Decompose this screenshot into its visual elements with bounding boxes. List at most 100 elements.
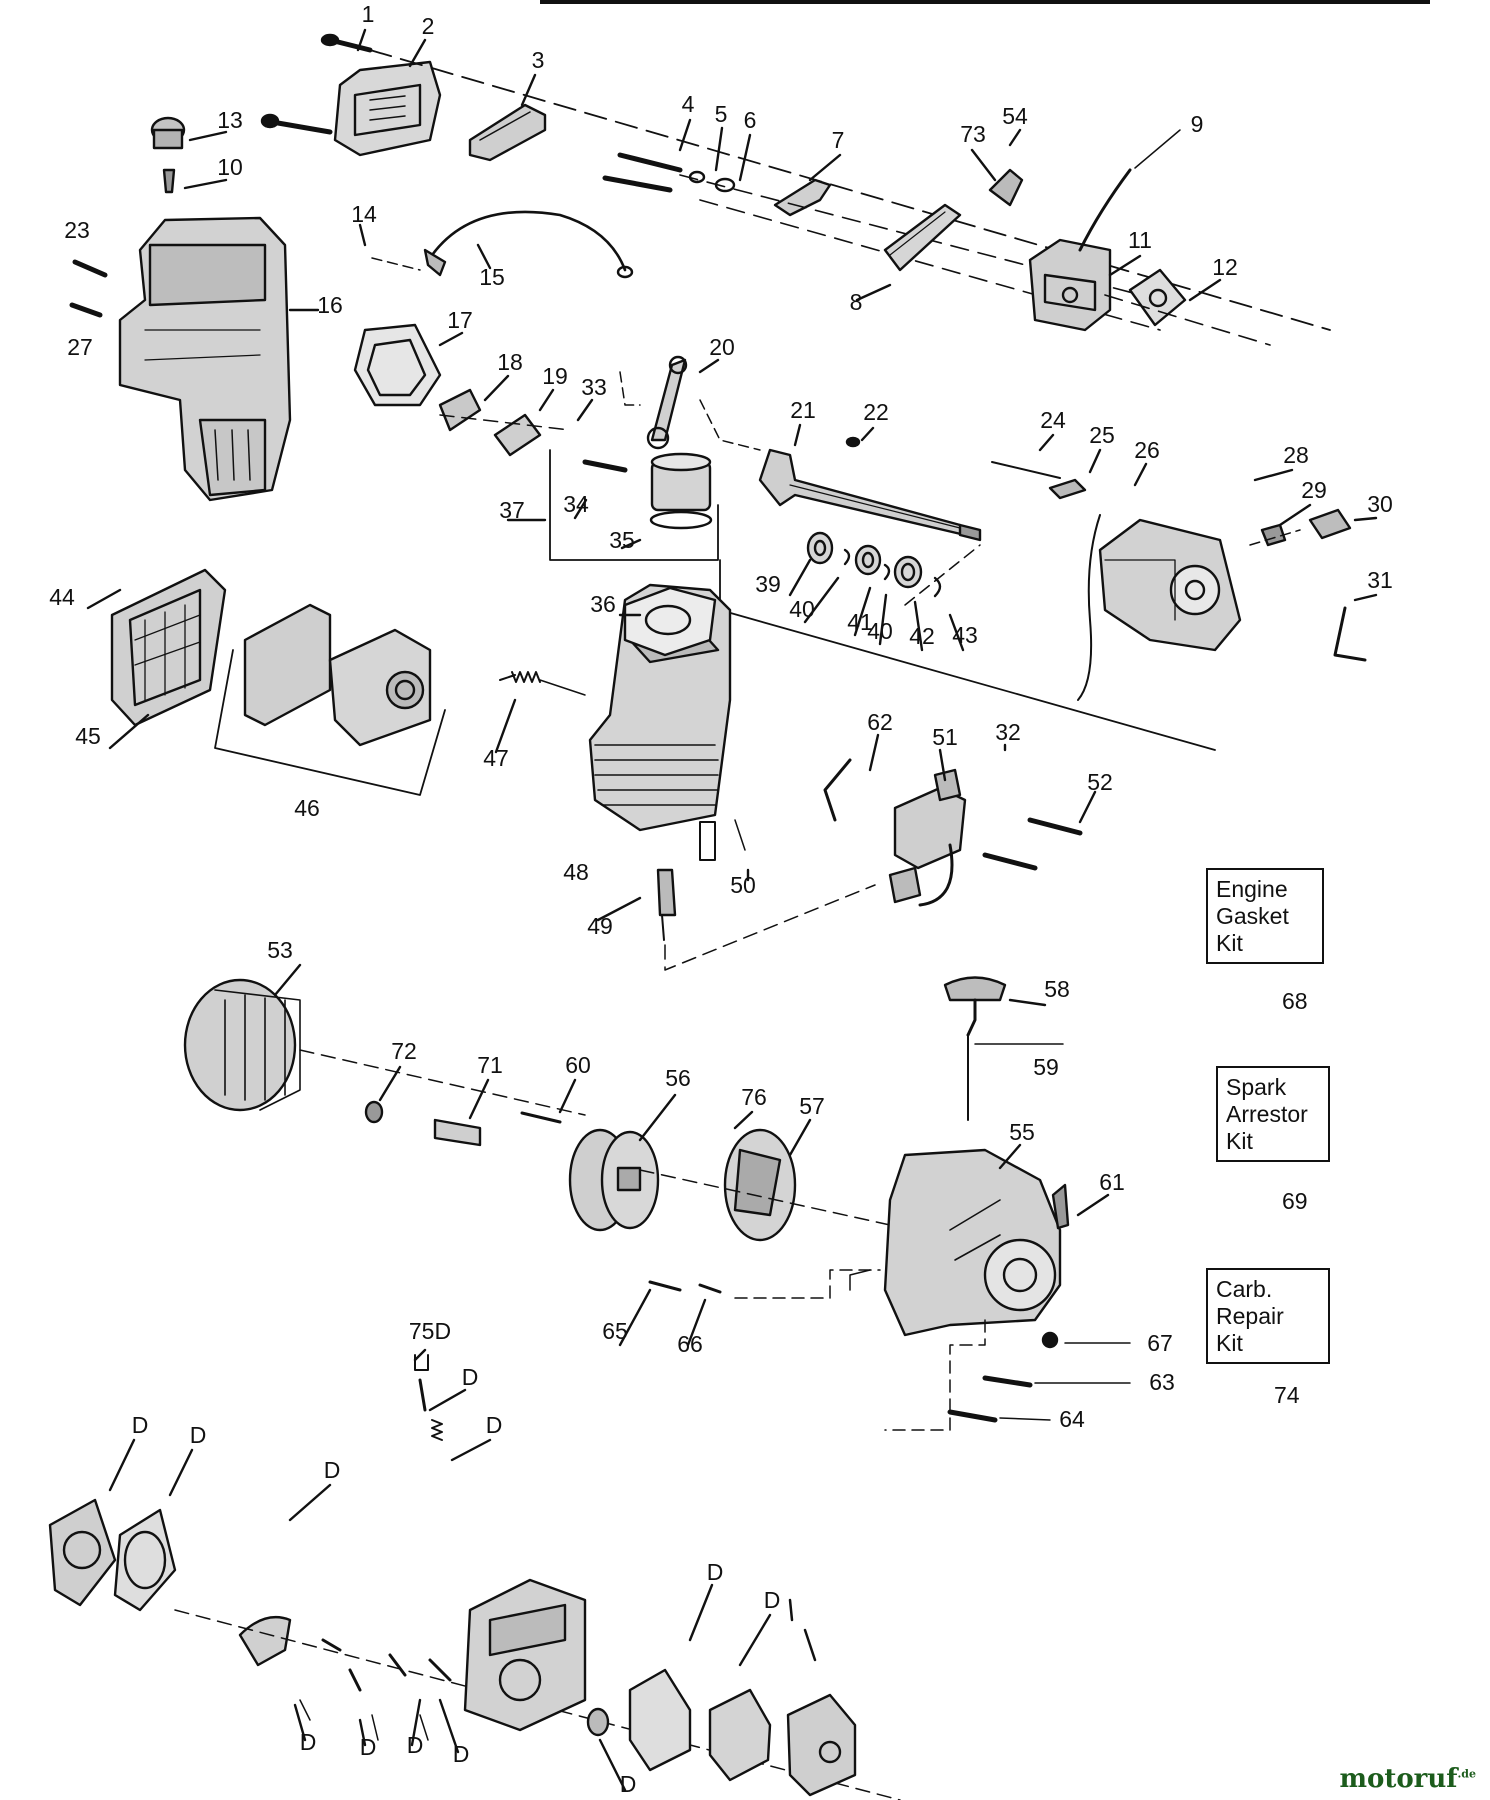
- air-filter-housing-part-46: [243, 603, 432, 747]
- kit-line: Arrestor: [1226, 1101, 1308, 1127]
- part-label-22: 22: [863, 399, 889, 425]
- part-label-D: D: [360, 1734, 377, 1760]
- plate-part-8: [883, 203, 962, 272]
- part-label-21: 21: [790, 397, 816, 423]
- piston-part-35: [649, 452, 713, 530]
- kit-line: Kit: [1216, 930, 1243, 956]
- part-label-15: 15: [479, 264, 505, 290]
- part-label-59: 59: [1033, 1054, 1059, 1080]
- part-label-40: 40: [867, 618, 893, 644]
- part-label-25: 25: [1089, 422, 1115, 448]
- part-label-33: 33: [581, 374, 607, 400]
- cap-part-13: [150, 116, 186, 150]
- part-label-2: 2: [422, 13, 435, 39]
- part-label-D: D: [407, 1732, 424, 1758]
- part-label-29: 29: [1301, 477, 1327, 503]
- part-label-67: 67: [1147, 1330, 1173, 1356]
- part-label-65: 65: [602, 1318, 628, 1344]
- part-label-9: 9: [1191, 111, 1204, 137]
- part-label-D: D: [300, 1729, 317, 1755]
- part-label-35: 35: [609, 527, 635, 553]
- part-label-37: 37: [499, 497, 525, 523]
- part-label-1: 1: [362, 1, 375, 27]
- part-label-44: 44: [49, 584, 75, 610]
- cylinder-cover-part-2: [333, 60, 442, 157]
- flywheel-part-53: [183, 978, 301, 1112]
- part-label-17: 17: [447, 307, 473, 333]
- part-label-D: D: [707, 1559, 724, 1585]
- starter-pulley-part-56: [568, 1128, 660, 1232]
- part-label-18: 18: [497, 349, 523, 375]
- gasket-part-17: [353, 323, 442, 407]
- part-label-61: 61: [1099, 1169, 1125, 1195]
- part-label-32: 32: [995, 719, 1021, 745]
- part-label-24: 24: [1040, 407, 1066, 433]
- part-label-8: 8: [850, 289, 863, 315]
- watermark-tld: .de: [1457, 1767, 1476, 1781]
- part-label-42: 42: [909, 623, 935, 649]
- part-label-D: D: [486, 1412, 503, 1438]
- part-label-D: D: [764, 1587, 781, 1613]
- part-label-D: D: [190, 1422, 207, 1448]
- starter-housing-part-55: [883, 1148, 1062, 1337]
- part-label-45: 45: [75, 723, 101, 749]
- kit-line: Kit: [1226, 1128, 1253, 1154]
- part-label-31: 31: [1367, 567, 1393, 593]
- part-label-49: 49: [587, 913, 613, 939]
- part-label-66: 66: [677, 1331, 703, 1357]
- kit-line: Carb.: [1216, 1276, 1273, 1302]
- part-label-50: 50: [730, 872, 756, 898]
- carb-diaphragm-plate-left: [48, 1498, 177, 1612]
- kit-line: Kit: [1216, 1330, 1243, 1356]
- crankshaft-part-21: [758, 448, 982, 542]
- part-label-56: 56: [665, 1065, 691, 1091]
- gasket-part-36: [623, 586, 717, 657]
- spring-part-47: [499, 671, 586, 696]
- part-label-57: 57: [799, 1093, 825, 1119]
- part-label-47: 47: [483, 745, 509, 771]
- part-label-16: 16: [317, 292, 343, 318]
- part-label-62: 62: [867, 709, 893, 735]
- fuel-tank-housing-part-16: [118, 216, 292, 502]
- part-label-D: D: [132, 1412, 149, 1438]
- ignition-module-part-51: [888, 768, 967, 907]
- part-label-20: 20: [709, 334, 735, 360]
- part-label-46: 46: [294, 795, 320, 821]
- part-label-13: 13: [217, 107, 243, 133]
- kit-number-74: 74: [1274, 1382, 1300, 1408]
- top-border-line: [540, 0, 1430, 4]
- part-label-73: 73: [960, 121, 986, 147]
- part-label-11: 11: [1128, 227, 1152, 253]
- air-filter-cover-part-45: [110, 568, 227, 727]
- crankcase-part-28: [1098, 518, 1242, 652]
- part-label-27: 27: [67, 334, 93, 360]
- kit-line: Spark: [1226, 1074, 1287, 1100]
- kit-number-69: 69: [1282, 1188, 1308, 1214]
- part-label-39: 39: [755, 571, 781, 597]
- watermark-brand: motoruf: [1339, 1764, 1458, 1794]
- part-label-58: 58: [1044, 976, 1070, 1002]
- carb-repair-kit-box: Carb. Repair Kit: [1206, 1268, 1330, 1364]
- part-label-64: 64: [1059, 1406, 1085, 1432]
- watermark-logo: motoruf.de: [1339, 1764, 1476, 1794]
- part-label-41: 41: [847, 609, 873, 635]
- connecting-rod-part-20: [646, 355, 688, 450]
- engine-gasket-kit-box: Engine Gasket Kit: [1206, 868, 1324, 964]
- spark-arrestor-kit-box: Spark Arrestor Kit: [1216, 1066, 1330, 1162]
- part-label-72: 72: [391, 1038, 417, 1064]
- part-label-12: 12: [1212, 254, 1238, 280]
- part-label-14: 14: [351, 201, 377, 227]
- part-label-D: D: [324, 1457, 341, 1483]
- part-label-36: 36: [590, 591, 616, 617]
- starter-pawl-part-57: [723, 1128, 797, 1242]
- kit-line: Repair: [1216, 1303, 1284, 1329]
- screw-left-cover: [260, 113, 333, 135]
- part-label-5: 5: [715, 101, 728, 127]
- part-label-23: 23: [64, 217, 90, 243]
- part-label-3: 3: [532, 47, 545, 73]
- carburetor-body: [463, 1578, 587, 1732]
- part-label-53: 53: [267, 937, 293, 963]
- part-73: [988, 168, 1024, 207]
- part-label-6: 6: [744, 107, 757, 133]
- part-label-34: 34: [563, 491, 589, 517]
